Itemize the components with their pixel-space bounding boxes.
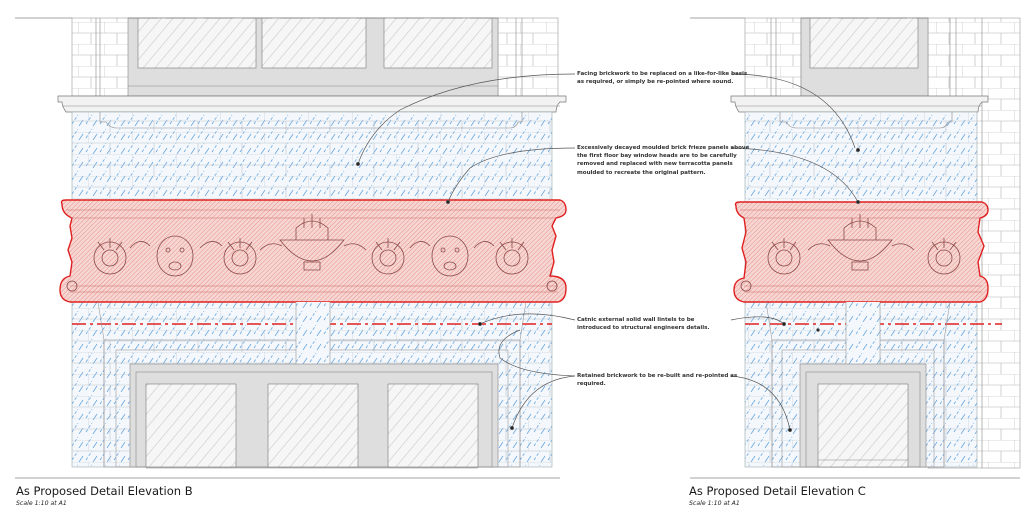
elevation-b (15, 17, 567, 479)
frieze-panel-c (733, 201, 989, 303)
annotation-line: introduced to structural engineers detai… (577, 325, 710, 332)
annotation-line: the first floor bay window heads are to … (577, 153, 737, 160)
elevation-b-scale: Scale 1:10 at A1 (16, 500, 67, 507)
elevation-c-scale: Scale 1:10 at A1 (689, 500, 740, 507)
frieze-panel-b (59, 199, 567, 303)
annotation-line: Excessively decayed moulded brick frieze… (577, 145, 750, 151)
annotation-line: Retained brickwork to be re-built and re… (577, 373, 738, 379)
elevation-b-title: As Proposed Detail Elevation B (16, 484, 193, 498)
annotation-line: Catnic external solid wall lintels to be (577, 317, 695, 323)
annotation-retained-brickwork: Retained brickwork to be re-built and re… (577, 372, 737, 388)
annotation-line: Facing brickwork to be replaced on a lik… (577, 71, 748, 77)
annotation-facing-brickwork: Facing brickwork to be replaced on a lik… (577, 70, 747, 86)
elevation-c-title: As Proposed Detail Elevation C (689, 484, 866, 498)
leader-lines (356, 73, 860, 432)
annotation-catnic-lintels: Catnic external solid wall lintels to be… (577, 316, 710, 332)
annotation-line: removed and replaced with new terracotta… (577, 161, 733, 168)
annotation-line: moulded to recreate the original pattern… (577, 169, 706, 176)
annotation-frieze-panels: Excessively decayed moulded brick frieze… (577, 144, 749, 177)
annotation-line: required. (577, 381, 606, 388)
elevation-c (690, 17, 1021, 479)
annotation-line: as required, or simply be re-pointed whe… (577, 79, 734, 86)
